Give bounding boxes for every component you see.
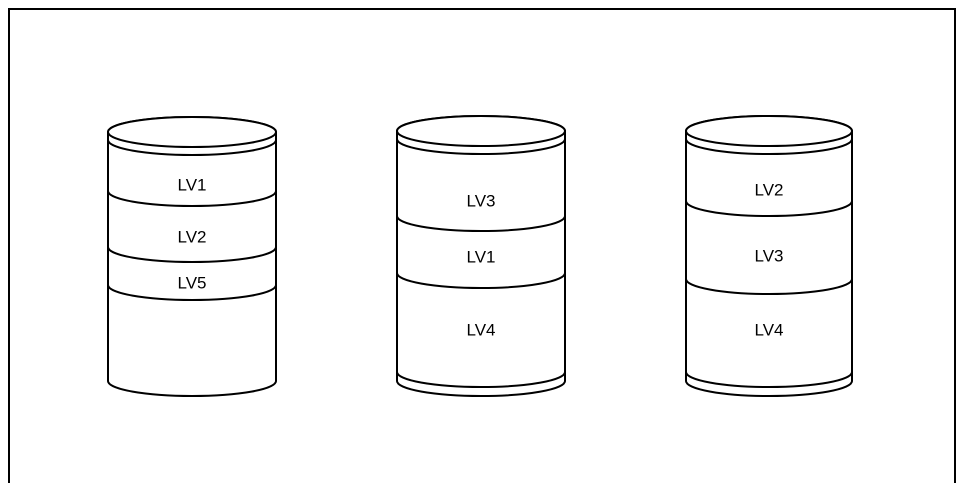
disk-3-divider [685, 278, 853, 295]
disk-1-divider [107, 246, 277, 263]
disk-1-volume-3: LV5 [178, 274, 207, 293]
disk-2-volume-2: LV1 [467, 248, 496, 267]
disk-1: LV1 LV2 LV5 [107, 116, 277, 397]
disk-2-divider [396, 272, 566, 289]
disk-2-rim [396, 138, 566, 155]
disk-1-top [107, 116, 277, 148]
disk-3-top [685, 115, 853, 147]
disk-2-bottom-rim [396, 371, 566, 388]
disk-1-body [107, 116, 277, 397]
disk-2-volume-1: LV3 [467, 192, 496, 211]
disk-3-volume-3: LV4 [755, 321, 784, 340]
disk-2-volume-3: LV4 [467, 321, 496, 340]
disk-1-rim [107, 139, 277, 156]
disk-3-volume-2: LV3 [755, 247, 784, 266]
disk-1-divider [107, 284, 277, 301]
diagram-frame [8, 8, 956, 483]
disk-1-divider [107, 190, 277, 207]
disk-3-volume-1: LV2 [755, 181, 784, 200]
disk-3-bottom-rim [685, 371, 853, 388]
disk-3-rim [685, 138, 853, 155]
disk-2: LV3 LV1 LV4 [396, 115, 566, 397]
disk-1-volume-2: LV2 [178, 228, 207, 247]
disk-3: LV2 LV3 LV4 [685, 115, 853, 397]
disk-2-divider [396, 215, 566, 232]
disk-2-top [396, 115, 566, 147]
disk-3-divider [685, 200, 853, 217]
disk-1-volume-1: LV1 [178, 176, 207, 195]
